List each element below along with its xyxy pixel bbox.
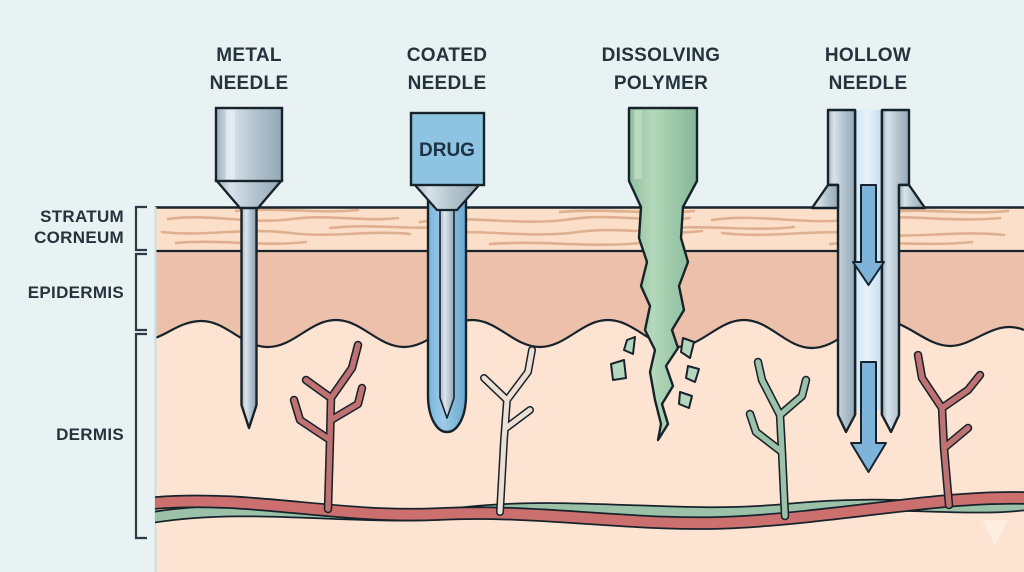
metal-needle-shaft <box>240 183 258 430</box>
column-titles: METAL NEEDLE COATED NEEDLE DISSOLVING PO… <box>210 45 911 94</box>
label-stratum-corneum-line2: CORNEUM <box>34 228 124 247</box>
bracket-stratum-corneum <box>134 205 147 252</box>
title-dissolving-polymer-line2: POLYMER <box>614 73 708 94</box>
metal-needle-device <box>214 106 284 430</box>
bracket-epidermis <box>134 252 147 332</box>
blood-capillary-branch-left <box>289 340 367 514</box>
drug-reservoir-label: DRUG <box>419 140 475 161</box>
dissolving-polymer-device <box>610 106 700 442</box>
skin-layer-labels: STRATUM CORNEUM EPIDERMIS DERMIS <box>28 207 124 444</box>
fluid-flow-arrow-lower <box>850 361 887 473</box>
skin-layer-brackets <box>134 205 147 540</box>
metal-needle-base-highlight <box>226 110 235 179</box>
fluid-flow-arrow-upper <box>852 184 885 286</box>
dissolving-polymer-reservoir-highlight <box>634 110 642 179</box>
title-metal-needle-line1: METAL <box>216 45 282 66</box>
coated-needle-drug-reservoir[interactable] <box>409 111 486 187</box>
hollow-needle-right-bevel <box>897 183 927 210</box>
dermis-vasculature <box>155 340 1024 530</box>
coated-needle-core <box>439 181 455 419</box>
epidermis-layer <box>155 251 1024 348</box>
dissolving-polymer-body <box>627 106 699 442</box>
polymer-fragment <box>610 359 627 381</box>
polymer-fragment <box>623 336 636 355</box>
blood-capillary-branch-right <box>913 350 985 510</box>
metal-needle-base <box>214 106 284 183</box>
title-metal-needle-line2: NEEDLE <box>210 73 289 94</box>
polymer-fragment <box>680 337 695 359</box>
bracket-dermis <box>134 332 147 540</box>
title-coated-needle-line2: NEEDLE <box>408 73 487 94</box>
label-dermis: DERMIS <box>56 425 124 444</box>
watermark-icon <box>982 520 1008 546</box>
polymer-fragment <box>685 365 700 383</box>
hollow-needle-left-bevel <box>810 183 840 210</box>
title-dissolving-polymer-line1: DISSOLVING <box>602 45 721 66</box>
title-hollow-needle-line2: NEEDLE <box>829 73 908 94</box>
nerve-branch-left <box>480 346 536 516</box>
dissolving-polymer-fragments <box>610 336 700 409</box>
coated-needle-device: DRUG <box>409 111 486 434</box>
polymer-fragment <box>678 391 693 409</box>
lymph-capillary-branch <box>745 357 811 521</box>
title-coated-needle-line1: COATED <box>407 45 488 66</box>
title-hollow-needle-line1: HOLLOW <box>825 45 911 66</box>
hollow-needle-device <box>810 108 927 473</box>
label-epidermis: EPIDERMIS <box>28 283 124 302</box>
label-stratum-corneum-line1: STRATUM <box>40 207 124 226</box>
